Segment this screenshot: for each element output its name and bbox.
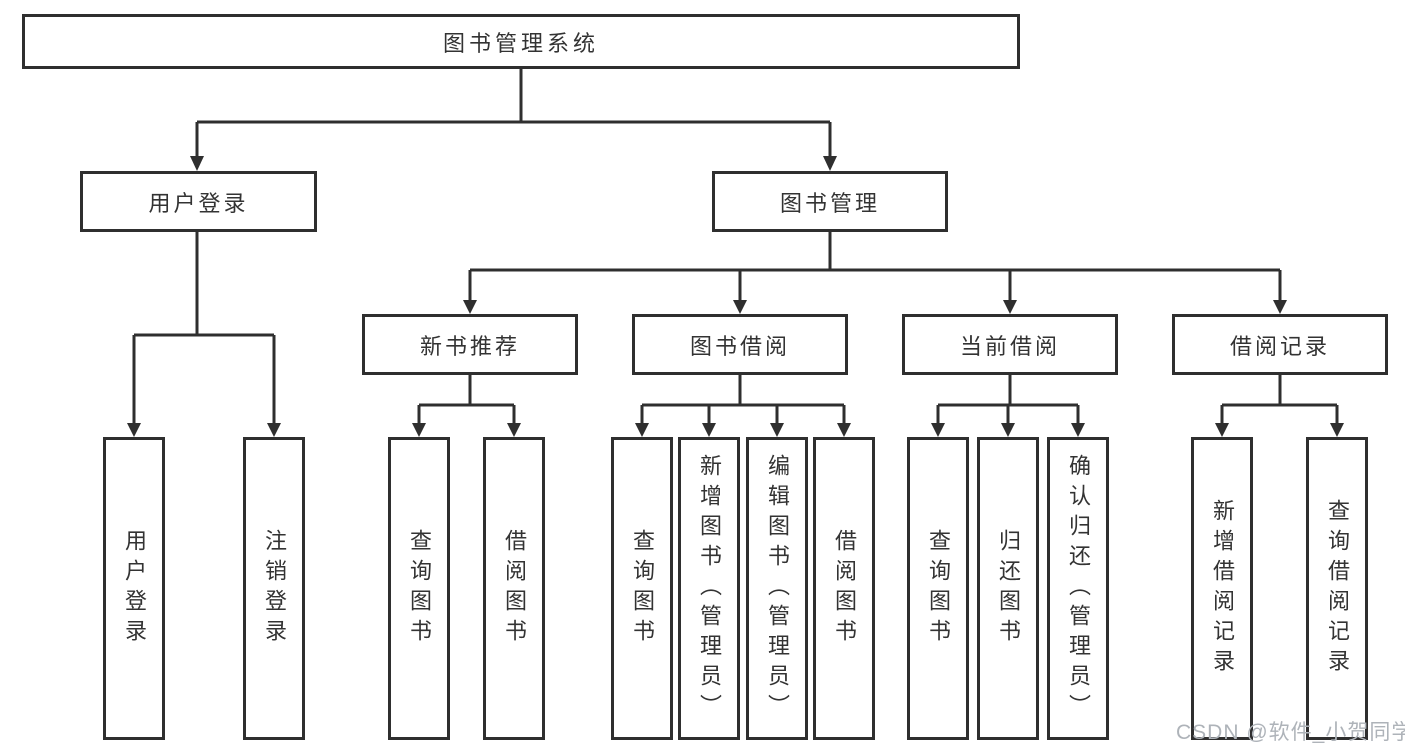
leaf-query-books-borrow: 查询图书 (611, 437, 673, 740)
connector-current-to-leaves (936, 375, 1080, 424)
leaf-user-login: 用户登录 (103, 437, 165, 740)
arrowheads-newbook-leaves (412, 423, 521, 437)
leaf-label: 新增借阅记录 (1210, 498, 1235, 679)
leaf-add-borrow-record: 新增借阅记录 (1191, 437, 1253, 740)
node-borrow-records: 借阅记录 (1172, 314, 1388, 375)
arrowheads-level2 (190, 156, 837, 171)
connector-bookmgmt-to-level3 (468, 232, 1282, 301)
leaf-borrow-books: 借阅图书 (813, 437, 875, 740)
leaf-return-book: 归还图书 (977, 437, 1039, 740)
leaf-label: 查询图书 (630, 528, 655, 649)
node-book-borrow: 图书借阅 (632, 314, 848, 375)
leaf-label: 编辑图书（管理员） (765, 453, 790, 724)
leaf-query-books-recommend: 查询图书 (388, 437, 450, 740)
leaf-query-books-current: 查询图书 (907, 437, 969, 740)
node-current-borrow: 当前借阅 (902, 314, 1118, 375)
leaf-label: 确认归还（管理员） (1066, 453, 1091, 724)
leaf-label: 归还图书 (996, 528, 1021, 649)
leaf-label: 查询图书 (407, 528, 432, 649)
leaf-edit-book-admin: 编辑图书（管理员） (746, 437, 808, 740)
connector-userlogin-to-leaves (132, 232, 276, 424)
arrowheads-current-leaves (931, 423, 1085, 437)
arrowheads-level3 (463, 300, 1287, 314)
leaf-logout: 注销登录 (243, 437, 305, 740)
leaf-label: 注销登录 (262, 528, 287, 649)
leaf-label: 查询图书 (926, 528, 951, 649)
arrowheads-userlogin-leaves (127, 423, 281, 437)
leaf-add-book-admin: 新增图书（管理员） (678, 437, 740, 740)
node-new-book-recommend: 新书推荐 (362, 314, 578, 375)
node-user-login: 用户登录 (80, 171, 317, 232)
arrowheads-records-leaves (1215, 423, 1344, 437)
leaf-label: 查询借阅记录 (1325, 498, 1350, 679)
arrowheads-borrow-leaves (635, 423, 851, 437)
csdn-watermark: CSDN @软件_小贺同学 (1176, 721, 1405, 744)
connector-borrow-to-leaves (640, 375, 846, 424)
connector-records-to-leaves (1220, 375, 1339, 424)
leaf-confirm-return-admin: 确认归还（管理员） (1047, 437, 1109, 740)
leaf-borrow-books-recommend: 借阅图书 (483, 437, 545, 740)
leaf-query-borrow-record: 查询借阅记录 (1306, 437, 1368, 740)
node-root: 图书管理系统 (22, 14, 1020, 69)
leaf-label: 用户登录 (122, 528, 147, 649)
leaf-label: 新增图书（管理员） (697, 453, 722, 724)
leaf-label: 借阅图书 (832, 528, 857, 649)
connector-newbook-to-leaves (417, 375, 516, 424)
leaf-label: 借阅图书 (502, 528, 527, 649)
node-book-management: 图书管理 (712, 171, 948, 232)
connector-root-to-level2 (195, 68, 832, 157)
